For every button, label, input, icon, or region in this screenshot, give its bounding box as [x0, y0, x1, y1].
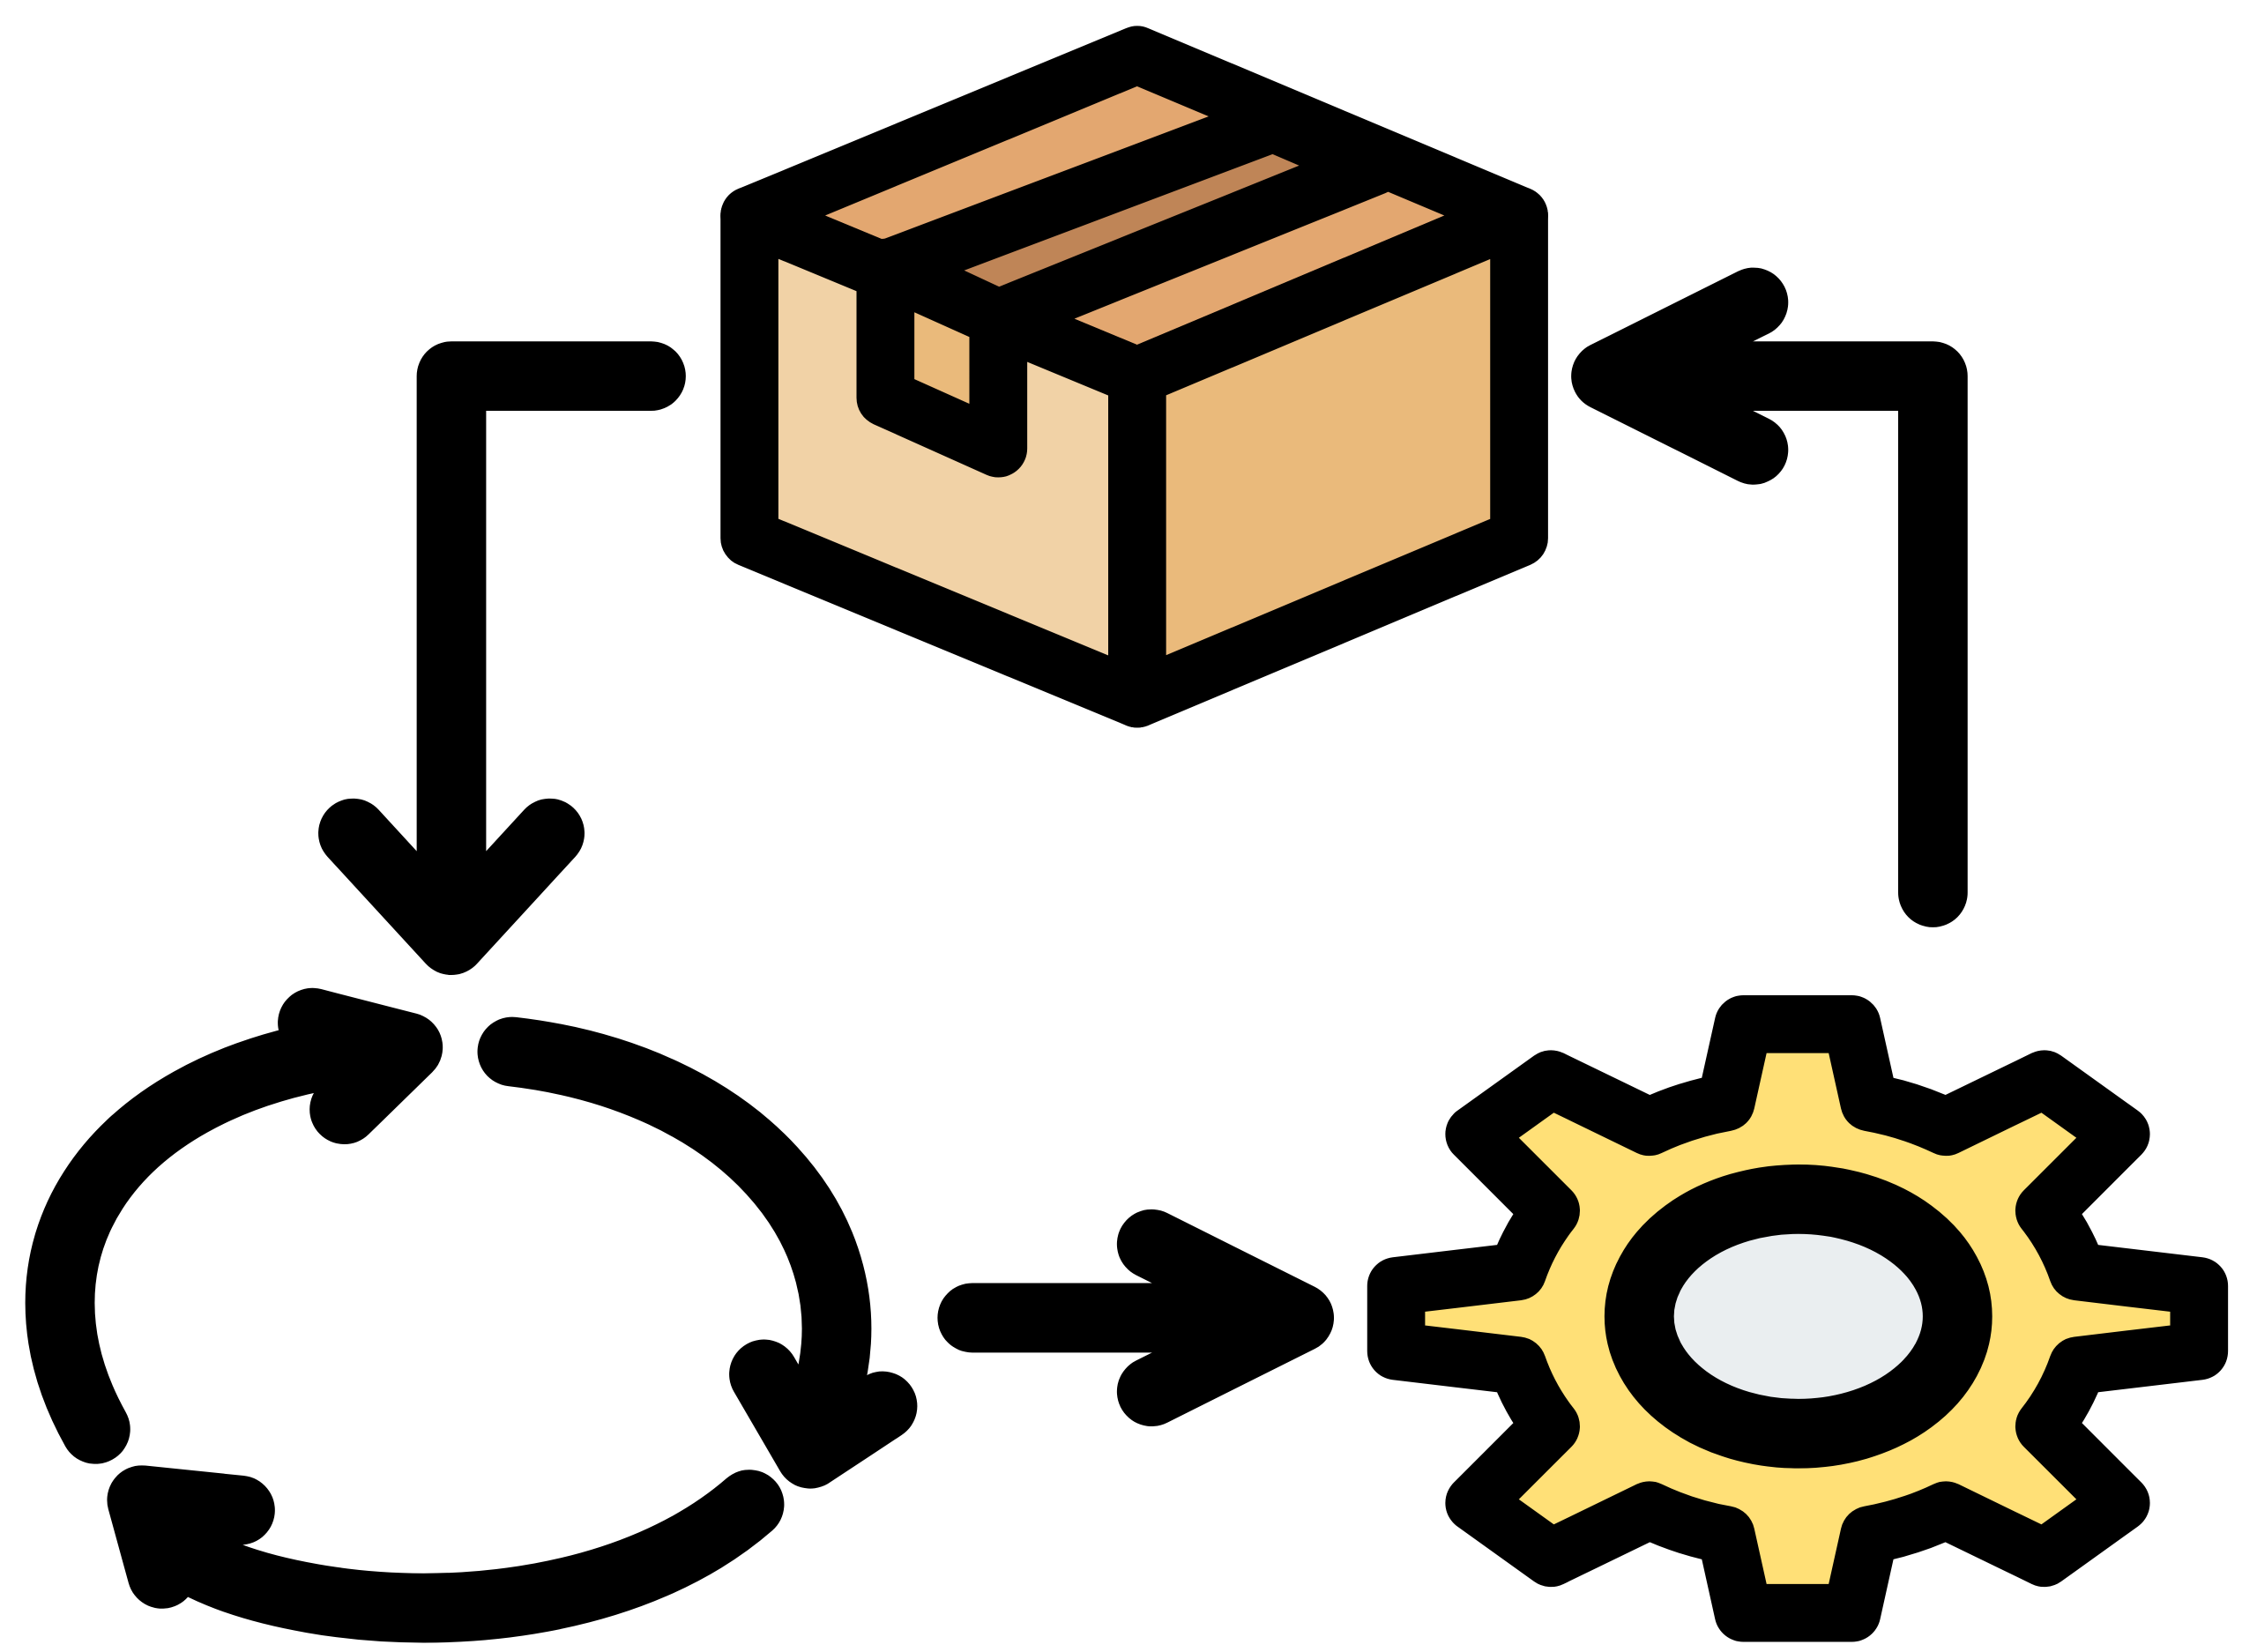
cycle-arc-bottom	[138, 1470, 785, 1643]
circular-arrows-icon	[25, 987, 918, 1643]
box-right-face	[1108, 186, 1548, 728]
gear-hole	[1604, 1164, 1993, 1469]
cycle-arrowhead-bottom	[107, 1465, 275, 1609]
arrow-right-icon	[937, 1209, 1335, 1427]
cycle-arc-top-left	[25, 1016, 383, 1464]
cycle-arc-right	[477, 1016, 872, 1427]
cardboard-box-icon	[720, 26, 1548, 728]
gear-icon	[1367, 994, 2229, 1642]
elbow-arrow-down-icon	[318, 341, 686, 976]
box-tape-flap	[856, 238, 1028, 478]
elbow-arrow-left-icon	[1571, 267, 1968, 927]
cycle-arrowhead-top-left	[278, 987, 443, 1145]
cycle-arrowhead-right	[729, 1339, 918, 1489]
